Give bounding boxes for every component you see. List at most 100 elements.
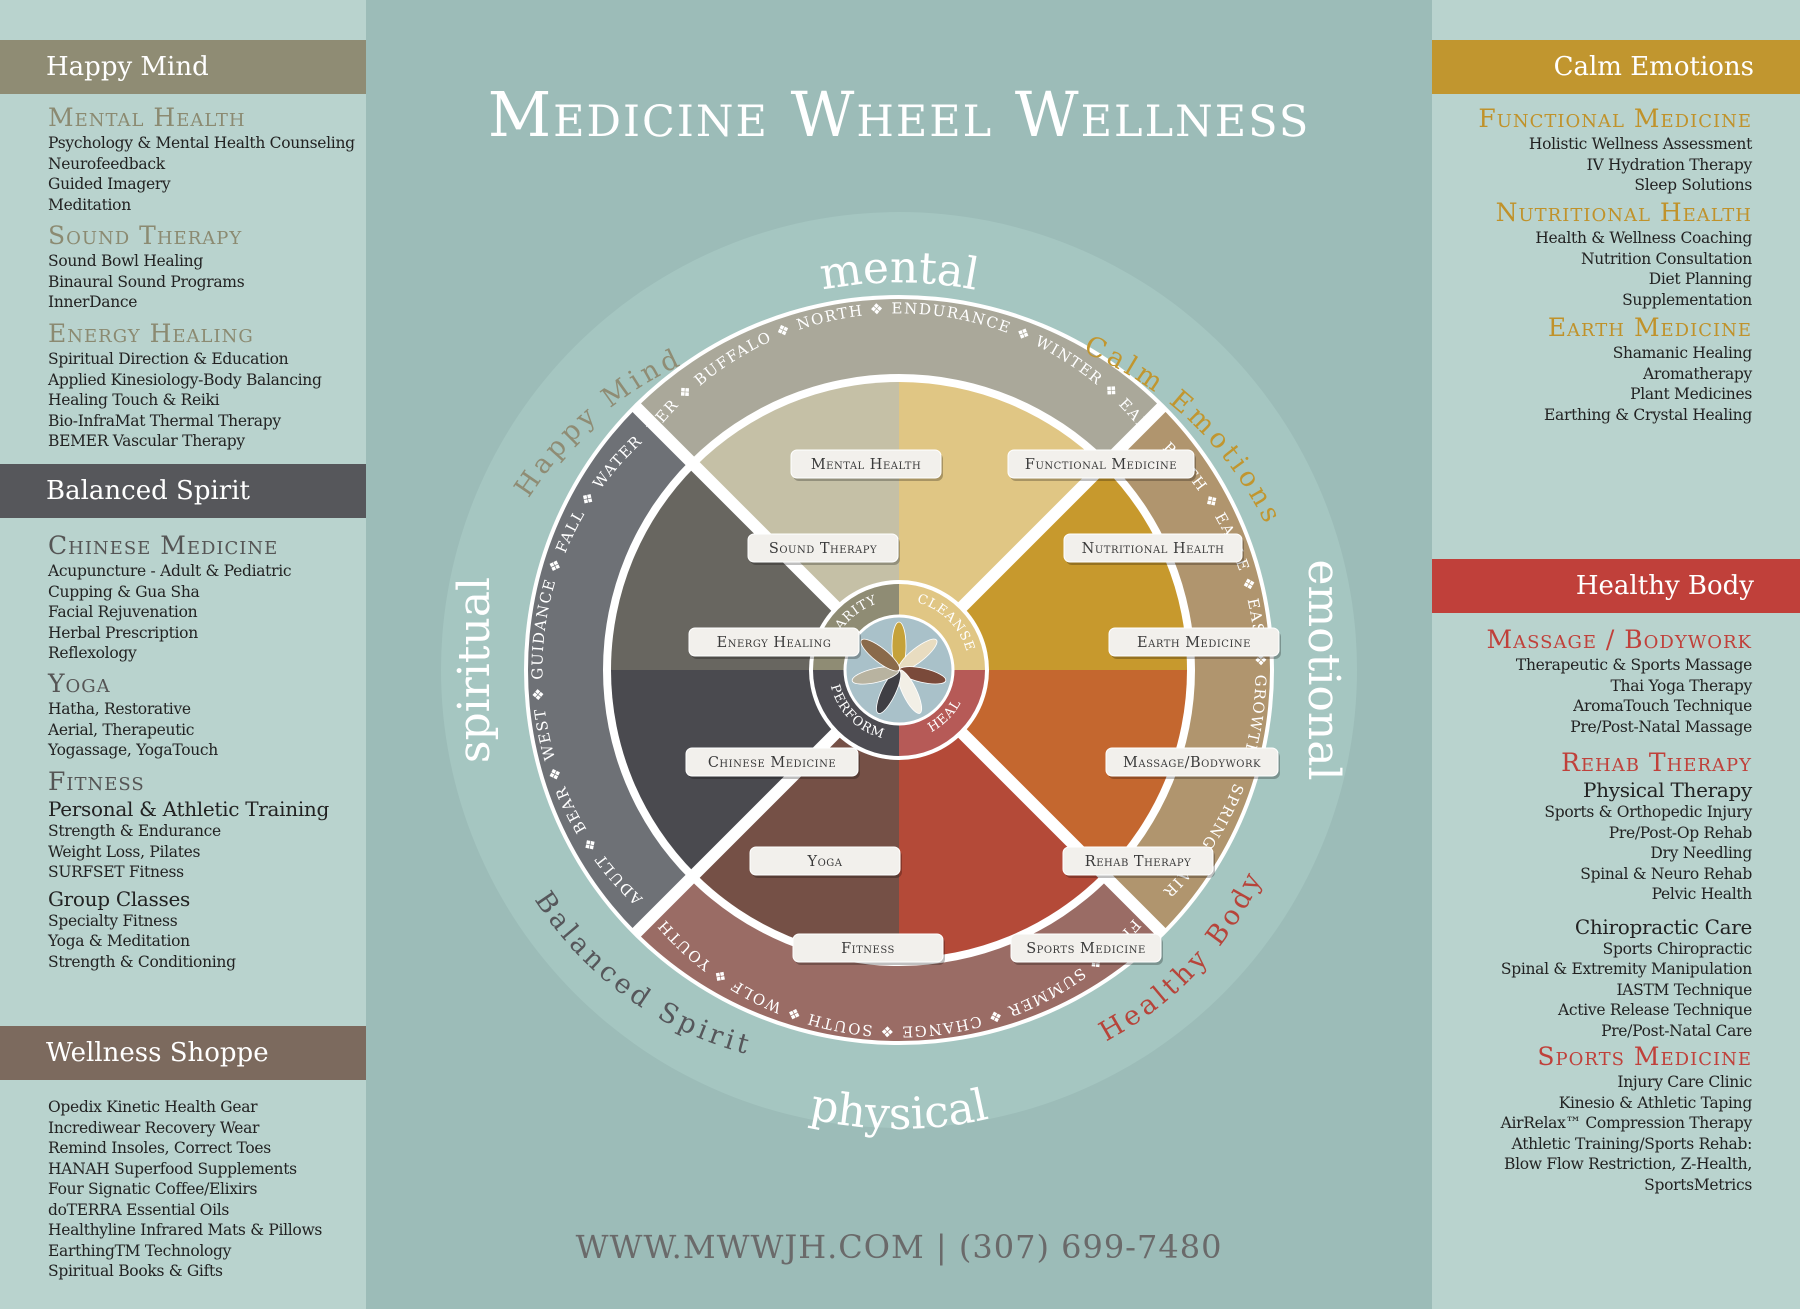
list-item: Remind Insoles, Correct Toes (48, 1139, 271, 1157)
svg-text:Energy Healing: Energy Healing (717, 635, 832, 651)
fitness-block: Fitness Personal & Athletic Training Str… (48, 768, 358, 972)
pill-label: Energy Healing (688, 627, 861, 659)
section-title: Fitness (48, 767, 145, 796)
list-item: Pelvic Health (1651, 885, 1753, 903)
svg-text:Massage/Bodywork: Massage/Bodywork (1123, 755, 1261, 771)
list-item: Aromatherapy (1643, 364, 1752, 383)
list-item: Health & Wellness Coaching (1535, 229, 1752, 247)
list-item: InnerDance (48, 293, 138, 311)
list-item: Healing Touch & Reiki (48, 391, 220, 409)
list-item: Meditation (48, 195, 131, 214)
calm-emotions-header: Calm Emotions (1432, 40, 1800, 94)
energy-healing-block: Energy Healing Spiritual Direction & Edu… (48, 320, 358, 452)
massage-bodywork-block: Massage / Bodywork Therapeutic & Sports … (1422, 625, 1753, 737)
direction-label-emotional: emotional (1298, 559, 1349, 780)
right-sidebar: Calm Emotions Functional Medicine Holist… (1432, 0, 1800, 1309)
sports-medicine-block: Sports Medicine Injury Care Clinic Kines… (1422, 1042, 1753, 1195)
list-item: SportsMetrics (1644, 1175, 1752, 1194)
direction-label-mental: mental (817, 242, 983, 300)
ring-south (636, 879, 1162, 1041)
svg-text:Yoga: Yoga (807, 854, 843, 870)
list-item: Pre/Post-Op Rehab (1608, 823, 1753, 842)
nutritional-health-block: Nutritional Health Health & Wellness Coa… (1422, 199, 1753, 310)
wellness-shoppe-block: Opedix Kinetic Health Gear Incrediwear R… (48, 1096, 358, 1282)
pill-label: Sports Medicine (1010, 933, 1163, 965)
section-title: Yoga (48, 669, 111, 698)
list-item: Diet Planning (1648, 270, 1753, 288)
svg-text:Sound Therapy: Sound Therapy (769, 541, 877, 557)
list-item: HANAH Superfood Supplements (48, 1159, 297, 1178)
pill-label: Mental Health (790, 449, 943, 481)
sound-therapy-block: Sound Therapy Sound Bowl Healing Binaura… (48, 222, 358, 313)
pill-label: Chinese Medicine (685, 747, 860, 779)
list-item: Psychology & Mental Health Counseling (48, 134, 355, 152)
pill-label: Sound Therapy (747, 533, 900, 565)
list-item: Guided Imagery (48, 175, 171, 193)
list-item: Pre/Post-Natal Care (1601, 1021, 1752, 1040)
list-item: Spinal & Neuro Rehab (1580, 864, 1752, 883)
pill-label: Rehab Therapy (1062, 846, 1215, 878)
svg-text:Fitness: Fitness (841, 941, 895, 957)
section-title: Chinese Medicine (48, 531, 279, 560)
svg-text:Functional Medicine: Functional Medicine (1025, 457, 1177, 473)
balanced-spirit-header: Balanced Spirit (0, 464, 366, 518)
medicine-wheel: ELDER ❖ BUFFALO ❖ NORTH ❖ ENDURANCE ❖ WI… (366, 150, 1357, 1140)
section-title: Mental Health (48, 103, 246, 132)
list-item: Applied Kinesiology-Body Balancing (48, 370, 322, 389)
list-item: Therapeutic & Sports Massage (1515, 656, 1752, 674)
svg-text:Rehab Therapy: Rehab Therapy (1085, 854, 1191, 870)
left-sidebar: Happy Mind Mental Health Psychology & Me… (0, 0, 366, 1309)
pill-label: Fitness (792, 933, 945, 965)
svg-text:Nutritional Health: Nutritional Health (1082, 541, 1225, 557)
list-item: Pre/Post-Natal Massage (1570, 717, 1752, 736)
list-item: Spiritual Direction & Education (48, 350, 289, 368)
ring-north (636, 299, 1162, 461)
section-title: Sports Medicine (1537, 1042, 1752, 1071)
wellness-shoppe-header: Wellness Shoppe (0, 1026, 366, 1080)
list-item: Acupuncture - Adult & Pediatric (48, 562, 292, 580)
list-item: doTERRA Essential Oils (48, 1200, 230, 1219)
list-item: Yogassage, YogaTouch (48, 741, 218, 759)
list-item: Binaural Sound Programs (48, 272, 245, 291)
list-item: Bio-InfraMat Thermal Therapy (48, 411, 281, 430)
list-item: Injury Care Clinic (1617, 1073, 1752, 1091)
list-item: Four Signatic Coffee/Elixirs (48, 1180, 258, 1198)
list-item: Spiritual Books & Gifts (48, 1262, 223, 1280)
functional-medicine-block: Functional Medicine Holistic Wellness As… (1422, 105, 1752, 196)
list-subheading: Group Classes (48, 886, 190, 911)
list-item: Holistic Wellness Assessment (1528, 135, 1752, 153)
list-item: Spinal & Extremity Manipulation (1500, 960, 1752, 978)
list-item: Neurofeedback (48, 154, 165, 173)
list-item: Athletic Training/Sports Rehab: (1511, 1134, 1753, 1153)
list-subheading: Physical Therapy (1582, 778, 1752, 802)
svg-text:Earth Medicine: Earth Medicine (1137, 635, 1251, 651)
list-item: Strength & Conditioning (48, 952, 236, 971)
list-item: Nutrition Consultation (1580, 249, 1752, 268)
list-item: Shamanic Healing (1612, 344, 1753, 362)
list-item: Opedix Kinetic Health Gear (48, 1098, 258, 1116)
list-item: Sleep Solutions (1634, 176, 1752, 194)
list-item: Thai Yoga Therapy (1610, 676, 1753, 695)
rehab-therapy-block: Rehab Therapy Physical Therapy Sports & … (1422, 749, 1752, 1041)
healthy-body-header: Healthy Body (1432, 559, 1800, 613)
pill-label: Functional Medicine (1007, 449, 1196, 481)
section-title: Energy Healing (48, 319, 254, 348)
list-item: Cupping & Gua Sha (48, 582, 200, 601)
list-subheading: Chiropractic Care (1574, 914, 1752, 939)
list-item: Supplementation (1622, 290, 1752, 309)
list-item: Earthing & Crystal Healing (1544, 405, 1752, 424)
list-item: Incrediwear Recovery Wear (48, 1118, 260, 1137)
feather-icon (851, 621, 947, 714)
list-item: Facial Rejuvenation (48, 603, 198, 621)
section-title: Massage / Bodywork (1486, 625, 1752, 654)
section-title: Functional Medicine (1478, 104, 1752, 133)
pill-label: Nutritional Health (1063, 533, 1244, 565)
list-item: Hatha, Restorative (48, 700, 191, 718)
mental-health-block: Mental Health Psychology & Mental Health… (48, 104, 358, 215)
section-title: Sound Therapy (48, 221, 243, 250)
list-item: Blow Flow Restriction, Z-Health, (1504, 1155, 1752, 1173)
list-item: SURFSET Fitness (48, 863, 184, 881)
section-title: Rehab Therapy (1561, 748, 1752, 777)
chinese-medicine-block: Chinese Medicine Acupuncture - Adult & P… (48, 532, 358, 664)
list-item: Herbal Prescription (48, 623, 198, 642)
